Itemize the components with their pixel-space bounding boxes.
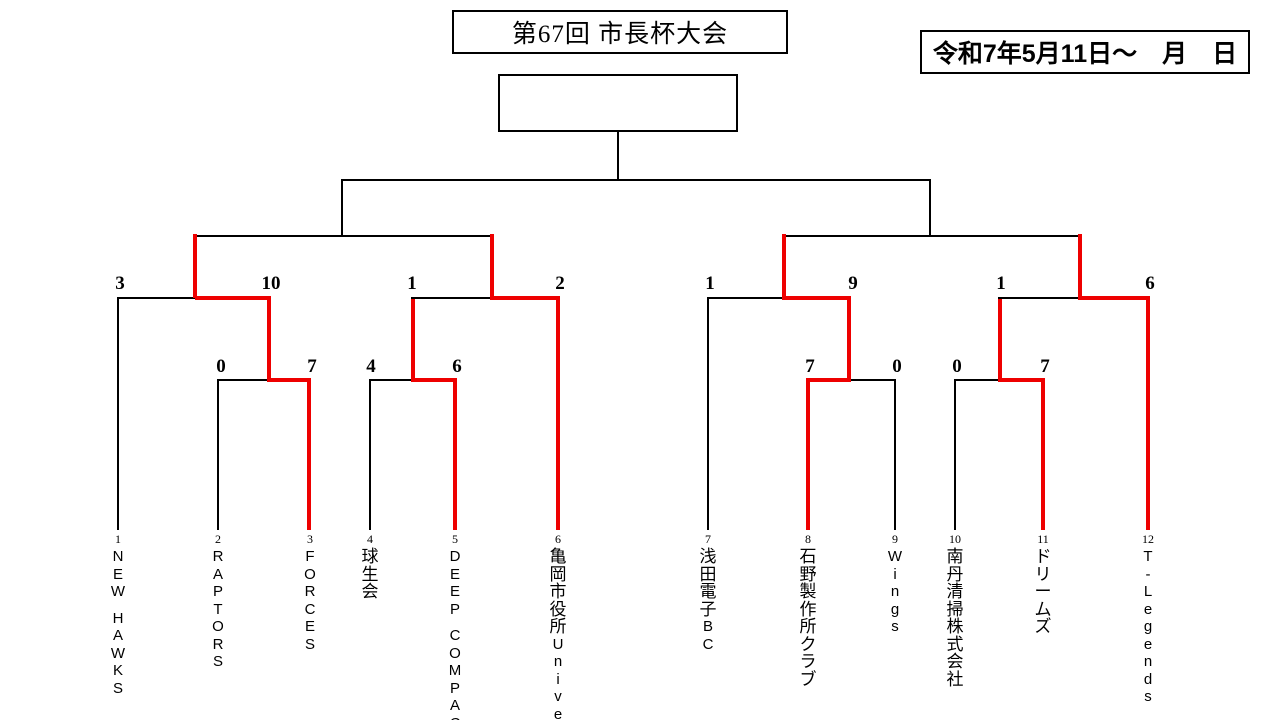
- r1-bar-match-3-red: [806, 378, 851, 382]
- r1-riser-match-1: [267, 298, 271, 382]
- seed-team-11: 11: [1037, 532, 1049, 546]
- stem-team-4: [369, 380, 371, 530]
- r2-bar-match-3-red: [782, 296, 851, 300]
- seed-team-12: 12: [1142, 532, 1154, 546]
- r2-bar-match-4-red: [1078, 296, 1150, 300]
- semifinal-riser-right: [929, 180, 931, 236]
- score-r1-m3-left: 7: [805, 356, 815, 377]
- r1-bar-match-3-black: [845, 379, 896, 381]
- stem-team-8: [806, 380, 810, 530]
- r2-riser-match-2: [490, 236, 494, 298]
- r2-bar-match-1-black: [117, 297, 199, 299]
- r1-bar-match-2-black: [369, 379, 417, 381]
- stem-team-9: [894, 380, 896, 530]
- score-r2-m2-left: 1: [407, 273, 417, 294]
- page-title: 第67回 市長杯大会: [511, 21, 729, 48]
- semifinal-bar-right-red: [782, 234, 786, 238]
- seed-team-10: 10: [949, 532, 961, 546]
- seed-team-4: 4: [367, 532, 373, 546]
- seed-team-3: 3: [307, 532, 313, 546]
- r1-riser-match-4: [998, 298, 1002, 382]
- seed-team-5: 5: [452, 532, 458, 546]
- tournament-title-box: 第67回 市長杯大会: [452, 10, 788, 54]
- team-name-11: ドリームズ: [1034, 547, 1052, 636]
- stem-team-5: [453, 380, 457, 530]
- team-name-6: 亀岡市役所Univecs: [549, 547, 567, 720]
- score-r1-m4-right: 7: [1040, 356, 1050, 377]
- semifinal-bar-left-red2: [490, 234, 494, 238]
- r2-riser-match-4: [1078, 236, 1082, 298]
- tournament-date-box: 令和7年5月11日～ 月 日: [920, 30, 1250, 74]
- r2-bar-match-1-red: [195, 296, 271, 300]
- r1-bar-match-2-red: [411, 378, 457, 382]
- score-r2-m4-left: 1: [996, 273, 1006, 294]
- semifinal-bar-left-black: [193, 235, 494, 237]
- semifinal-bar-left-red: [193, 234, 197, 238]
- semifinal-bar-right-red2: [1078, 234, 1082, 238]
- stem-team-1: [117, 298, 119, 530]
- tournament-date: 令和7年5月11日～ 月 日: [932, 40, 1238, 68]
- seed-team-1: 1: [115, 532, 121, 546]
- r1-riser-match-2: [411, 298, 415, 382]
- score-r1-m1-left: 0: [216, 356, 226, 377]
- r2-riser-match-3: [782, 236, 786, 298]
- r1-bar-match-1-black: [217, 379, 269, 381]
- stem-team-3: [307, 380, 311, 530]
- r1-bar-match-4-black: [954, 379, 1002, 381]
- score-r1-m1-right: 7: [307, 356, 317, 377]
- r2-bar-match-4-black: [998, 297, 1082, 299]
- score-r1-m3-right: 0: [892, 356, 902, 377]
- stem-team-6: [556, 298, 560, 530]
- score-r2-m4-right: 6: [1145, 273, 1155, 294]
- r2-riser-match-1: [193, 236, 197, 298]
- semifinal-bar-right-black: [782, 235, 1082, 237]
- score-r2-m3-left: 1: [705, 273, 715, 294]
- r1-bar-match-4-red: [998, 378, 1045, 382]
- semifinal-riser-left: [341, 180, 343, 236]
- team-name-8: 石野製作所クラブ: [799, 547, 817, 689]
- seed-team-6: 6: [555, 532, 561, 546]
- stem-team-12: [1146, 298, 1150, 530]
- score-r1-m2-right: 6: [452, 356, 462, 377]
- score-r2-m2-right: 2: [555, 273, 565, 294]
- r1-riser-match-3: [847, 298, 851, 382]
- score-r1-m4-left: 0: [952, 356, 962, 377]
- seed-team-7: 7: [705, 532, 711, 546]
- final-bar: [341, 179, 931, 181]
- score-r2-m1-right: 10: [261, 273, 281, 294]
- team-name-4: 球生会: [361, 547, 379, 601]
- stem-team-2: [217, 380, 219, 530]
- score-r1-m2-left: 4: [366, 356, 376, 377]
- seed-team-8: 8: [805, 532, 811, 546]
- stem-team-11: [1041, 380, 1045, 530]
- team-name-10: 南丹清掃株式会社: [946, 547, 964, 689]
- champion-stem: [617, 132, 619, 180]
- r2-bar-match-3-black: [707, 297, 789, 299]
- score-r2-m3-right: 9: [848, 273, 858, 294]
- stem-team-7: [707, 298, 709, 530]
- stem-team-10: [954, 380, 956, 530]
- champion-box: [498, 74, 738, 132]
- score-r2-m1-left: 3: [115, 273, 125, 294]
- r2-bar-match-2-red: [490, 296, 560, 300]
- r2-bar-match-2-black: [411, 297, 495, 299]
- seed-team-2: 2: [215, 532, 221, 546]
- r1-bar-match-1-red: [267, 378, 311, 382]
- seed-team-9: 9: [892, 532, 898, 546]
